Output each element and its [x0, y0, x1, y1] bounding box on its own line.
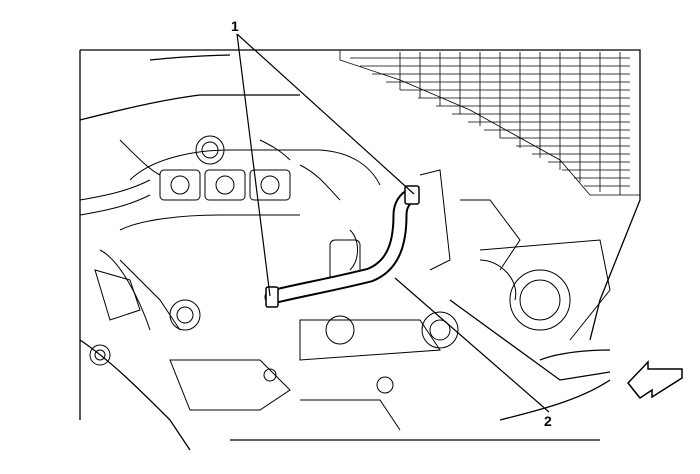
radiator-hose	[264, 187, 420, 305]
callout-label-1: 1	[231, 18, 239, 34]
callout-label-2: 2	[544, 413, 552, 429]
hose-clamp-lower	[265, 286, 279, 308]
hose-clamp-upper	[404, 185, 420, 205]
engine-assembly	[79, 135, 611, 431]
front-direction-arrow-icon	[627, 360, 683, 400]
radiator-grille	[339, 49, 641, 196]
callout-leader-lines	[236, 33, 550, 413]
